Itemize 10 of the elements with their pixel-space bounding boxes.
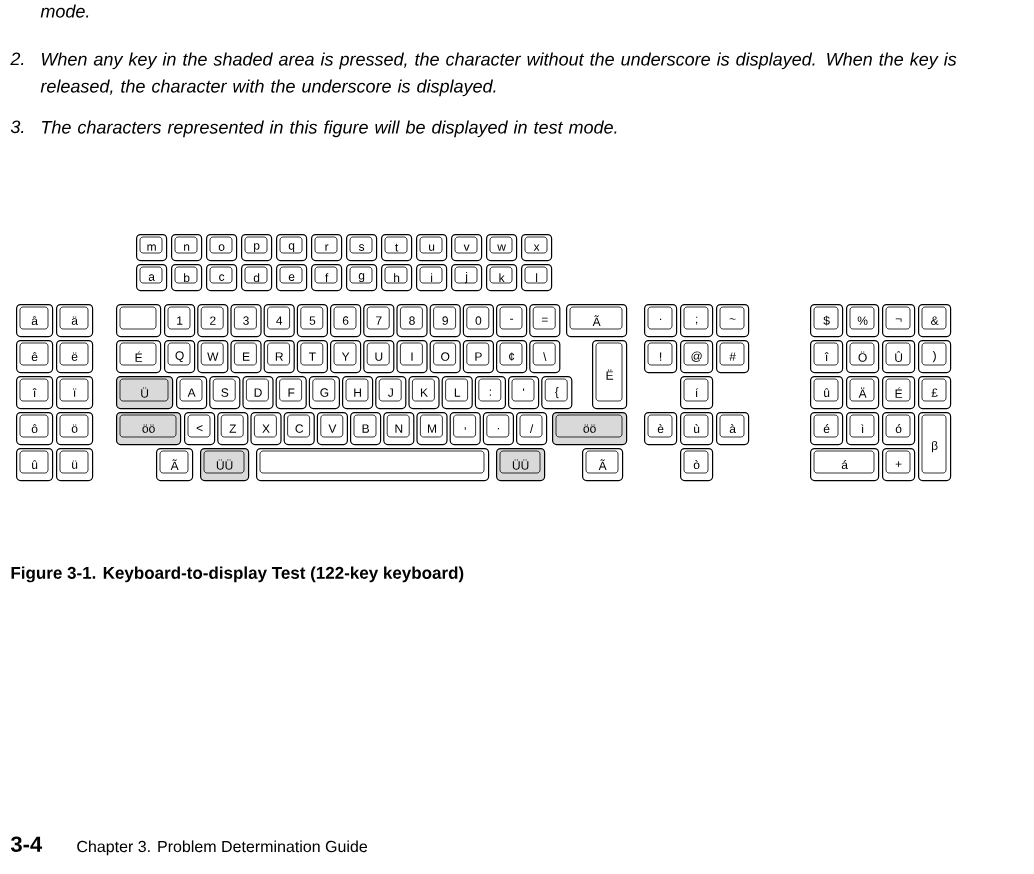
list-number: 2. (10, 52, 24, 65)
key (256, 448, 490, 482)
footer-text: Chapter 3. Problem Determination Guide (77, 840, 368, 856)
note-text: mode. (40, 4, 89, 18)
note-text: The characters represented in this figure will be displayed in test mode. (42, 120, 617, 138)
figure-caption: Figure 3-1. Keyboard-to-display Test (122-key keyboard) (11, 566, 464, 583)
note-text: When any key in the shaded area is pressed, the character without the underscore is displayed. When the key is released, the character with the underscore is displayed. (40, 52, 957, 97)
page-number: 3-4 (10, 836, 43, 852)
key (116, 304, 162, 338)
list-number: 3. (10, 120, 24, 134)
